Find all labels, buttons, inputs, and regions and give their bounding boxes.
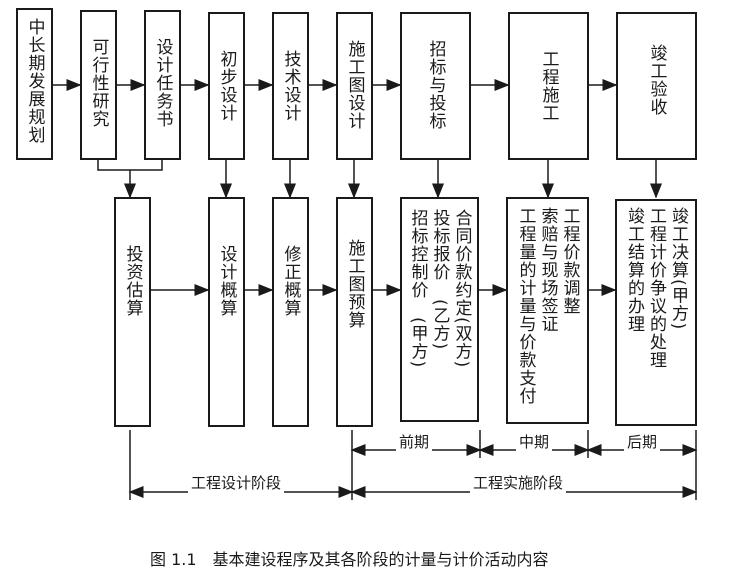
period-middle-label: 中期 xyxy=(516,431,553,452)
box-bidding: 招标与投标 xyxy=(400,12,471,160)
box-line: 工程量的计量与价款支付 xyxy=(515,207,536,405)
design-stage-label: 工程设计阶段 xyxy=(188,472,285,493)
box-line: 工程计价争议的处理 xyxy=(646,207,666,369)
implementation-stage-label: 工程实施阶段 xyxy=(470,472,567,493)
box-label: 技术设计 xyxy=(280,50,301,122)
box-label: 工程施工 xyxy=(538,50,559,122)
box-label: 初步设计 xyxy=(216,50,237,122)
period-late-label: 后期 xyxy=(624,431,661,452)
box-long-term-planning: 中长期发展规划 xyxy=(16,8,53,160)
box-design-brief: 设计任务书 xyxy=(144,10,181,160)
box-line: 工程价款调整 xyxy=(559,207,580,315)
box-construction: 工程施工 xyxy=(508,12,589,160)
box-line: 索赔与现场签证 xyxy=(537,207,558,333)
box-completion-acceptance: 竣工验收 xyxy=(616,12,697,160)
box-design-estimate: 设计概算 xyxy=(208,197,245,427)
box-label: 竣工验收 xyxy=(646,44,667,116)
box-construction-drawing-design: 施工图设计 xyxy=(336,12,373,160)
box-contract-pricing: 合同价款约定(双方) 投标报价 (乙方) 招标控制价 (甲方) xyxy=(400,197,479,422)
box-feasibility-study: 可行性研究 xyxy=(80,10,117,160)
box-line: 竣工结算的办理 xyxy=(624,207,644,333)
box-revised-estimate: 修正概算 xyxy=(272,197,309,427)
box-label: 设计任务书 xyxy=(152,38,173,128)
box-label: 施工图预算 xyxy=(344,239,365,329)
box-preliminary-design: 初步设计 xyxy=(208,12,245,160)
box-line: 投标报价 (乙方) xyxy=(429,209,450,351)
box-construction-pricing: 工程价款调整 索赔与现场签证 工程量的计量与价款支付 xyxy=(506,197,589,424)
box-construction-budget: 施工图预算 xyxy=(336,197,373,427)
box-label: 招标与投标 xyxy=(425,40,446,130)
figure-caption: 图 1.1 基本建设程序及其各阶段的计量与计价活动内容 xyxy=(150,550,549,569)
box-investment-estimate: 投资估算 xyxy=(114,197,151,427)
box-label: 可行性研究 xyxy=(88,38,109,128)
box-line: 合同价款约定(双方) xyxy=(451,209,472,369)
box-label: 中长期发展规划 xyxy=(24,18,45,144)
box-line: 竣工决算(甲方) xyxy=(668,207,688,331)
box-line: 招标控制价 (甲方) xyxy=(407,209,428,369)
period-early-label: 前期 xyxy=(396,431,433,452)
box-label: 投资估算 xyxy=(122,245,143,317)
box-completion-settlement: 竣工决算(甲方) 工程计价争议的处理 竣工结算的办理 xyxy=(615,199,697,426)
box-label: 设计概算 xyxy=(216,245,237,317)
box-technical-design: 技术设计 xyxy=(272,12,309,160)
box-label: 修正概算 xyxy=(280,245,301,317)
box-label: 施工图设计 xyxy=(344,40,365,130)
